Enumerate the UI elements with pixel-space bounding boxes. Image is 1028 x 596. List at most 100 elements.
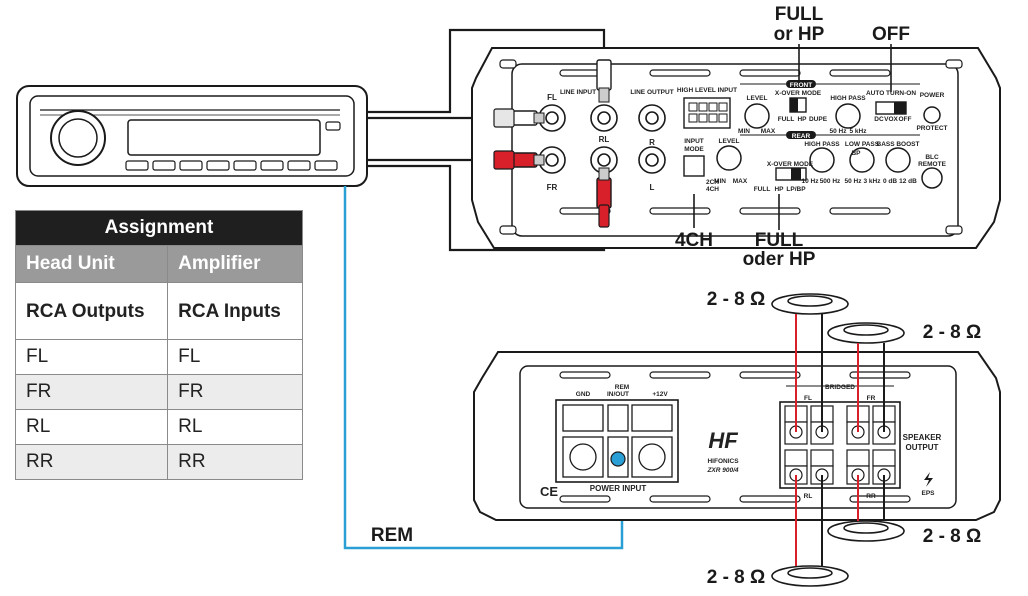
jack-fl-label: FL <box>547 93 557 102</box>
table-cell: RL <box>167 409 303 445</box>
full-hp-bottom-line2: oder HP <box>743 249 816 270</box>
term-rr-label: RR <box>866 493 876 500</box>
front-hp: HP <box>797 116 807 123</box>
term-rl-label: RL <box>804 493 813 500</box>
sub-rca-outputs: RCA Outputs <box>14 282 169 340</box>
bass-0db: 0 dB <box>883 178 897 185</box>
speaker-fr-impedance: 2 - 8 Ω <box>923 322 982 343</box>
full-hp-top-line1: FULL <box>775 4 824 25</box>
speaker-fl-impedance: 2 - 8 Ω <box>707 289 766 310</box>
remote-label: REMOTE <box>918 161 946 168</box>
auto-dc: DC <box>874 116 884 123</box>
speaker-wires <box>795 314 885 566</box>
speaker-rr-impedance: 2 - 8 Ω <box>923 526 982 547</box>
input-mode-2ch: 2CH <box>706 179 719 186</box>
front-level-label: LEVEL <box>747 95 768 102</box>
rear-hp-10hz: 10 Hz <box>802 178 820 185</box>
input-mode-switch <box>683 155 705 177</box>
front-min: MIN <box>738 128 750 135</box>
front-max: MAX <box>761 128 776 135</box>
speaker-output-label-2: OUTPUT <box>906 443 939 452</box>
rear-highpass-label: HIGH PASS <box>804 141 840 148</box>
front-label: FRONT <box>790 82 812 89</box>
power-label: POWER <box>920 92 945 99</box>
v12-label: +12V <box>652 391 668 398</box>
term-fl-label: FL <box>804 395 812 402</box>
table-row: RL RL <box>14 409 303 445</box>
jack-fr-label: FR <box>547 183 558 192</box>
rear-level-label: LEVEL <box>719 138 740 145</box>
input-mode-label-2: MODE <box>684 146 704 153</box>
blc-label: BLC <box>925 154 939 161</box>
eps-bolt-icon <box>924 472 933 487</box>
rear-xover-label: X-OVER MODE <box>767 161 814 168</box>
table-cell: FL <box>14 339 169 375</box>
auto-off: OFF <box>899 116 912 123</box>
speaker-output-label: SPEAKER <box>903 433 942 442</box>
model-label: ZXR 900/4 <box>706 467 738 474</box>
4ch-label: 4CH <box>675 230 713 251</box>
assignment-table: Assignment Head Unit Amplifier RCA Outpu… <box>14 210 303 480</box>
rear-full: FULL <box>754 186 771 193</box>
front-highpass-label: HIGH PASS <box>830 95 866 102</box>
rear-hp: HP <box>774 186 784 193</box>
line-output-label: LINE OUTPUT <box>630 89 673 96</box>
table-cell: FR <box>14 374 169 410</box>
table-row: FL FL <box>14 339 303 375</box>
input-mode-label: INPUT <box>684 138 704 145</box>
bass-12db: 12 dB <box>899 178 917 185</box>
table-cell: FR <box>167 374 303 410</box>
full-hp-top-line2: or HP <box>774 24 825 45</box>
table-cell: RL <box>14 409 169 445</box>
front-hp-50hz: 50 Hz <box>830 128 848 135</box>
bass-boost-label: BASS BOOST <box>877 141 920 148</box>
sub-rca-inputs: RCA Inputs <box>167 282 303 340</box>
front-dupe: DUPE <box>809 116 828 123</box>
rear-lp-50hz: 50 Hz <box>845 178 863 185</box>
amplifier-bottom-panel: GND REM IN/OUT +12V POWER INPUT BRIDGED … <box>473 351 1001 521</box>
ce-mark: CE <box>540 484 558 499</box>
rear-label: REAR <box>792 133 811 140</box>
front-hp-5khz: 5 kHz <box>850 128 868 135</box>
eps-label: EPS <box>921 490 935 497</box>
rear-bp: BP <box>851 150 861 157</box>
rear-lowpass-label: LOW PASS <box>845 141 880 148</box>
jack-rl-label: RL <box>599 135 610 144</box>
speaker-rl-impedance: 2 - 8 Ω <box>707 567 766 588</box>
jack-out-l-label: L <box>650 183 655 192</box>
off-label: OFF <box>872 24 910 45</box>
header-head-unit: Head Unit <box>14 245 169 283</box>
head-unit <box>16 85 368 187</box>
table-row: FR FR <box>14 374 303 410</box>
rear-hp-500hz: 500 Hz <box>820 178 841 185</box>
power-input-label: POWER INPUT <box>590 484 647 493</box>
amplifier-top-panel: LINE INPUT LINE OUTPUT HIGH LEVEL INPUT … <box>471 44 1001 249</box>
line-input-label: LINE INPUT <box>560 89 596 96</box>
inout-label: IN/OUT <box>607 391 629 398</box>
high-level-input-label: HIGH LEVEL INPUT <box>677 87 737 94</box>
brand-label: HIFONICS <box>707 458 739 465</box>
front-full: FULL <box>778 116 795 123</box>
speakers <box>771 293 905 587</box>
full-hp-bottom-line1: FULL <box>755 230 804 251</box>
table-cell: FL <box>167 339 303 375</box>
auto-vox: VOX <box>884 116 898 123</box>
term-fr-label: FR <box>867 395 876 402</box>
table-cell: RR <box>167 444 303 480</box>
table-title: Assignment <box>15 210 303 246</box>
header-amplifier: Amplifier <box>167 245 303 283</box>
rca-plugs <box>493 59 612 228</box>
front-xover-label: X-OVER MODE <box>775 90 822 97</box>
head-unit-display <box>127 119 321 156</box>
input-mode-4ch: 4CH <box>706 186 719 193</box>
rear-max: MAX <box>733 178 748 185</box>
rear-min: MIN <box>714 178 726 185</box>
hifonics-logo: HF <box>708 428 738 453</box>
bridged-label: BRIDGED <box>825 384 855 391</box>
rem-label: REM <box>371 525 413 546</box>
gnd-label: GND <box>576 391 591 398</box>
table-row: RR RR <box>14 444 303 480</box>
rem-term-label: REM <box>615 384 629 391</box>
rear-lp-3khz: 3 kHz <box>864 178 882 185</box>
